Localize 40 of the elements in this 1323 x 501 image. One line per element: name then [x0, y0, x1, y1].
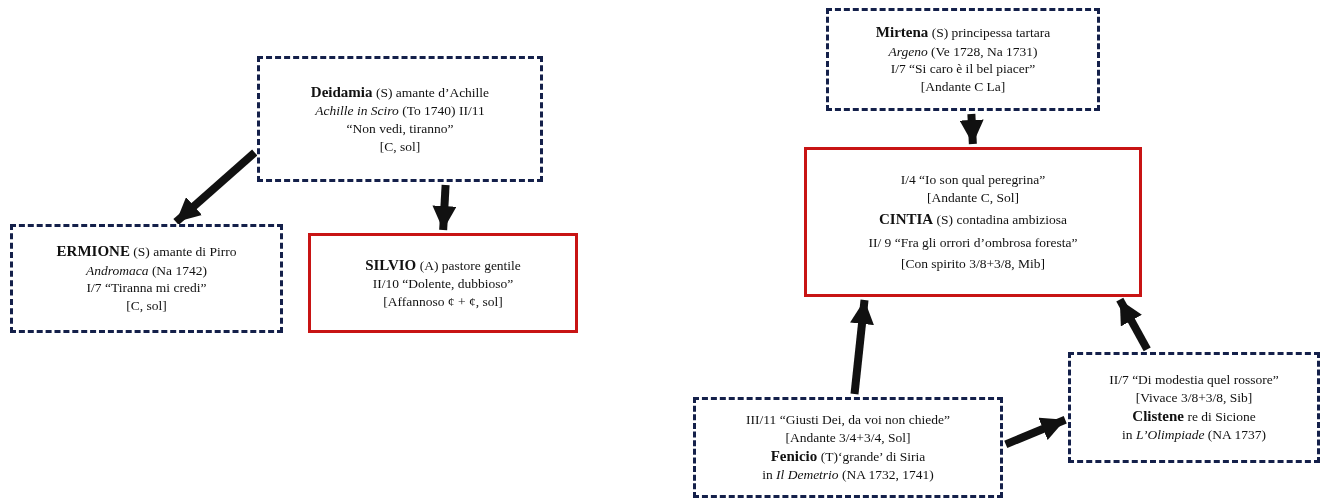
- text-line: Deidamia (S) amante d’Achille: [310, 82, 490, 102]
- arrow: [173, 149, 258, 225]
- text-line: Mirtena (S) principessa tartara: [875, 23, 1051, 43]
- text-line: [Con spirito 3/8+3/8, Mib]: [900, 255, 1046, 273]
- text-line: Fenicio (T)‘grande’ di Siria: [770, 446, 926, 466]
- text-line: [Andante C La]: [920, 78, 1006, 96]
- text-line: CINTIA (S) contadina ambiziosa: [879, 210, 1067, 230]
- text-line: I/7 “Tiranna mi credi”: [86, 279, 207, 297]
- text-line: [C, sol]: [126, 297, 167, 315]
- text-line: [Vivace 3/8+3/8, Sib]: [1135, 388, 1253, 407]
- text-line: II/7 “Di modestia quel rossore”: [1109, 371, 1279, 389]
- arrow: [959, 113, 984, 145]
- highlighted-character-box: [308, 233, 578, 333]
- text-line: [Affannoso ¢ + ¢, sol]: [383, 292, 503, 311]
- text-line: II/10 “Dolente, dubbioso”: [372, 275, 514, 293]
- text-line: ERMIONE (S) amante di Pirro: [56, 242, 237, 262]
- text-line: Andromaca (Na 1742): [86, 261, 207, 280]
- text-line: Argeno (Ve 1728, Na 1731): [888, 42, 1038, 61]
- arrow: [1004, 416, 1067, 449]
- text-line: “Non vedi, tiranno”: [346, 119, 454, 138]
- text-line: Achille in Sciro (To 1740) II/11: [315, 102, 485, 120]
- character-box: [693, 397, 1003, 498]
- text-line: II/ 9 “Fra gli orrori d’ombrosa foresta”: [868, 233, 1078, 252]
- arrow: [432, 184, 457, 231]
- text-line: SILVIO (A) pastore gentile: [365, 255, 521, 275]
- arrow: [1116, 297, 1151, 352]
- character-box: [10, 224, 283, 333]
- text-line: I/4 “Io son qual peregrina”: [900, 171, 1046, 189]
- text-line: Clistene re di Sicione: [1132, 406, 1256, 426]
- text-line: I/7 “Si caro è il bel piacer”: [890, 60, 1036, 78]
- text-line: [C, sol]: [379, 137, 421, 156]
- text-line: III/11 “Giusti Dei, da voi non chiede”: [746, 411, 950, 429]
- highlighted-character-box: [804, 147, 1142, 297]
- text-line: in Il Demetrio (NA 1732, 1741): [762, 466, 934, 484]
- character-box: [1068, 352, 1320, 463]
- text-line: in L’Olimpiade (NA 1737): [1122, 426, 1266, 444]
- character-box: [826, 8, 1100, 111]
- character-box: [257, 56, 543, 182]
- text-line: [Andante C, Sol]: [927, 188, 1019, 207]
- text-line: [Andante 3/4+3/4, Sol]: [785, 428, 911, 447]
